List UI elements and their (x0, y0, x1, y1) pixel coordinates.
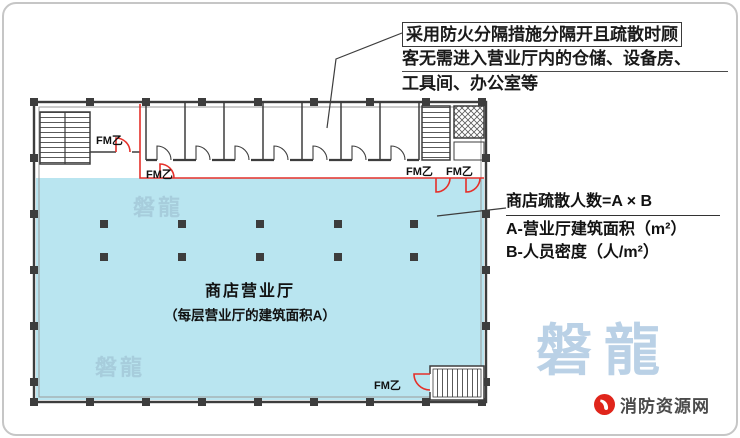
formula-title: 商店疏散人数=A × B (506, 190, 720, 216)
watermark-stamp-1: 磐龍 (133, 195, 184, 220)
site-name: 消防资源网 (620, 397, 710, 416)
perimeter-columns (30, 98, 490, 406)
fire-separation-lines (115, 104, 484, 391)
formula-term-b: B-人员密度（人/m²） (506, 244, 659, 261)
sales-hall-area (36, 178, 484, 400)
storage-rooms (145, 102, 420, 162)
fire-door-arc-2 (159, 163, 175, 179)
fire-door-label-5: FM乙 (374, 380, 401, 392)
hall-label: 商店营业厅 （每层营业厅的建筑面积A） (100, 277, 400, 324)
separation-note-line1: 采用防火分隔措施分隔开且疏散时顾 (402, 22, 682, 47)
leader-formula (436, 207, 507, 217)
hall-title: 商店营业厅 (204, 283, 295, 300)
separation-note: 采用防火分隔措施分隔开且疏散时顾 客无需进入营业厅内的仓储、设备房、 工具间、办… (402, 22, 728, 95)
fire-door-arc-1 (115, 137, 131, 153)
evacuation-formula: 商店疏散人数=A × B A-营业厅建筑面积（m²） B-人员密度（人/m²） (506, 190, 720, 264)
hall-subtitle: （每层营业厅的建筑面积A） (164, 308, 336, 323)
stair-bottom-right (429, 365, 485, 401)
watermark-stamp-2: 磐龍 (95, 355, 146, 380)
fire-door-label-4: FM乙 (446, 166, 473, 178)
separation-note-line2: 客无需进入营业厅内的仓储、设备房、 (402, 47, 728, 72)
leader-lines (326, 32, 507, 217)
fire-separation-boundary (139, 104, 484, 179)
elevator-shaft (453, 105, 485, 161)
site-logo-icon (594, 394, 615, 415)
fire-door-label-3: FM乙 (406, 166, 433, 178)
fire-door-arc-3 (435, 177, 451, 193)
site-footer: 消防资源网 (594, 392, 710, 417)
fire-door-label-1: FM乙 (96, 135, 123, 147)
stair-top-right (421, 105, 451, 161)
fire-door-label-2: FM乙 (146, 169, 173, 181)
formula-term-a: A-营业厅建筑面积（m²） (506, 221, 687, 238)
brand-watermark: 磐龍 (536, 319, 672, 382)
fire-door-arc-4 (465, 177, 481, 193)
fire-door-arc-5 (413, 373, 431, 391)
stair-top-left (39, 111, 91, 165)
leader-separation-note (326, 32, 403, 129)
separation-note-line3: 工具间、办公室等 (402, 74, 538, 93)
interior-columns (100, 220, 418, 261)
